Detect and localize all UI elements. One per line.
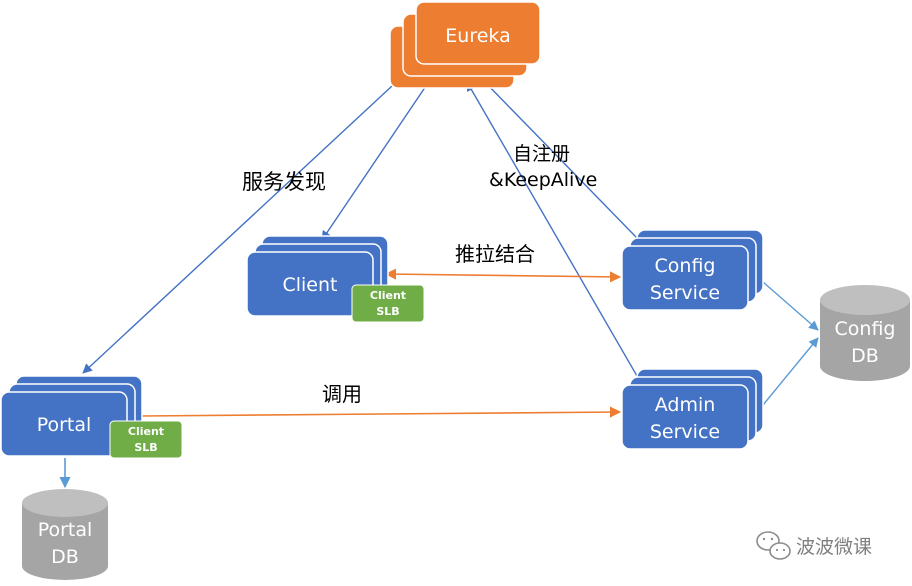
config-service-line2: Service — [650, 282, 720, 304]
watermark-text: 波波微课 — [796, 536, 872, 558]
label-invoke: 调用 — [322, 382, 362, 406]
admin-service-line2: Service — [650, 421, 720, 443]
eureka-label: Eureka — [445, 25, 510, 47]
config-service-line1: Config — [655, 255, 716, 277]
label-self-register: 自注册 — [513, 143, 570, 165]
client-node[interactable]: Client Client SLB — [246, 235, 425, 323]
config-service-node[interactable]: Config Service — [621, 229, 764, 311]
eureka-node[interactable]: Eureka — [389, 1, 541, 89]
edge-portal-to-admin — [141, 406, 622, 418]
label-push-pull: 推拉结合 — [455, 242, 535, 266]
config-db-node[interactable]: Config DB — [820, 285, 910, 381]
wechat-icon — [756, 531, 791, 560]
svg-text:Client: Client — [370, 289, 406, 302]
edges — [59, 77, 819, 489]
client-label: Client — [282, 274, 337, 296]
portal-db-line2: DB — [51, 546, 79, 568]
client-slb-badge: Client SLB — [351, 284, 425, 323]
label-service-discovery: 服务发现 — [242, 170, 326, 194]
admin-service-line1: Admin — [655, 394, 716, 416]
admin-service-node[interactable]: Admin Service — [621, 368, 764, 450]
portal-db-node[interactable]: Portal DB — [22, 489, 108, 580]
label-keepalive: &KeepAlive — [489, 169, 597, 191]
svg-text:SLB: SLB — [134, 441, 157, 454]
edge-eureka-to-portal — [82, 85, 393, 374]
edge-eureka-to-client — [321, 79, 431, 241]
config-db-line2: DB — [851, 345, 879, 367]
svg-text:Client: Client — [128, 425, 164, 438]
config-db-line1: Config — [835, 318, 896, 340]
edge-admin-to-db — [762, 337, 819, 406]
edge-config-to-eureka — [480, 77, 638, 239]
portal-slb-badge: Client SLB — [109, 420, 183, 459]
edge-config-to-db — [762, 281, 819, 331]
svg-text:SLB: SLB — [376, 305, 399, 318]
portal-db-line1: Portal — [38, 519, 93, 541]
portal-node[interactable]: Portal Client SLB — [0, 375, 183, 459]
portal-label: Portal — [37, 414, 92, 436]
edge-labels: 服务发现 自注册 &KeepAlive 推拉结合 调用 — [242, 143, 597, 406]
edge-admin-to-eureka — [466, 81, 638, 377]
watermark: 波波微课 — [756, 531, 872, 560]
edge-client-config-pushpull — [384, 268, 622, 283]
